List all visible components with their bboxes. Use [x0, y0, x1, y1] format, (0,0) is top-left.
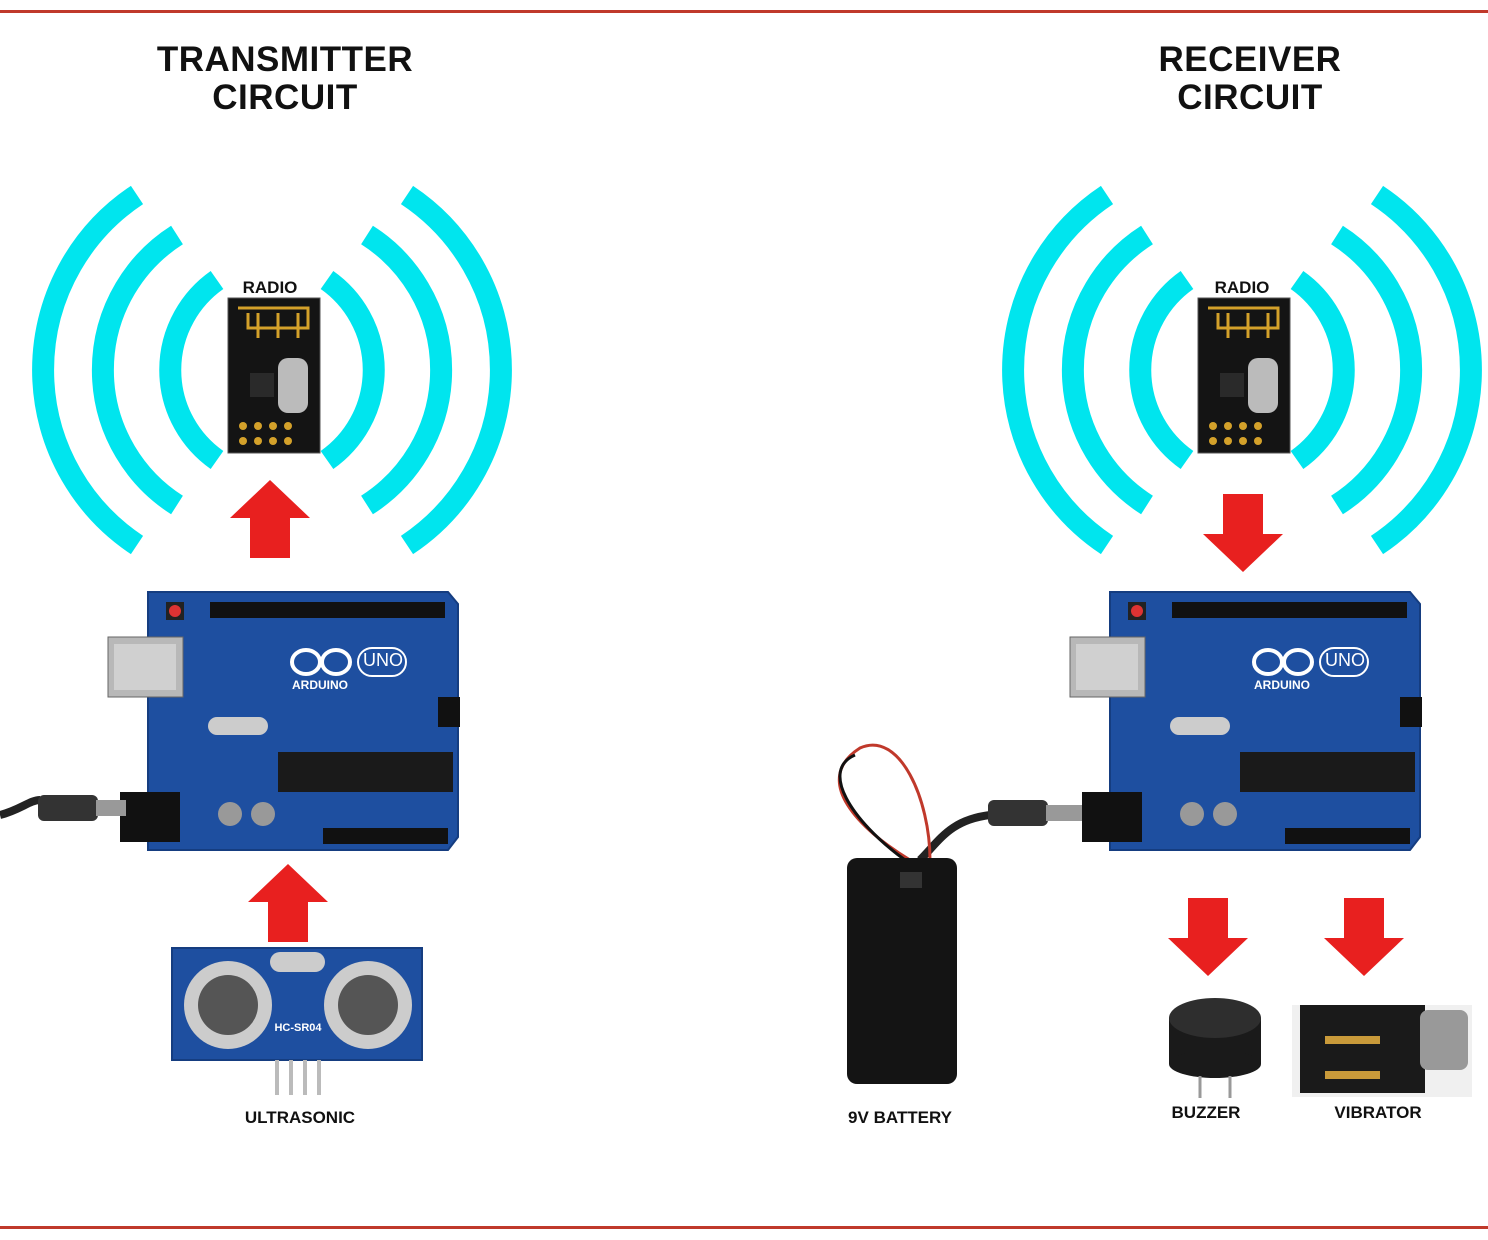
arrow-down-to-vibrator [1324, 898, 1404, 976]
transmitter-title-line2: CIRCUIT [212, 78, 358, 117]
arduino-board-icon [106, 590, 462, 852]
receiver-title: RECEIVER CIRCUIT [1100, 41, 1400, 117]
receiver-board-model: UNO [1325, 650, 1365, 670]
transmitter-title: TRANSMITTER CIRCUIT [135, 41, 435, 117]
ultrasonic-sensor-icon [171, 947, 423, 1095]
dc-power-plug-icon [917, 800, 1082, 863]
ultrasonic-label: ULTRASONIC [244, 1108, 356, 1127]
transmitter-radio-label: RADIO [242, 278, 298, 297]
receiver-title-line2: CIRCUIT [1177, 78, 1323, 117]
transmitter-title-line1: TRANSMITTER [156, 40, 414, 79]
transmitter-board-model: UNO [363, 650, 403, 670]
vibrator-motor-icon [1292, 1005, 1472, 1097]
arrow-up-from-sensor [248, 864, 328, 942]
buzzer-icon [1169, 998, 1261, 1098]
arrow-down-to-board [1203, 494, 1283, 572]
radio-module-icon [226, 296, 322, 455]
transmitter-board-brand: ARDUINO [292, 678, 348, 692]
bottom-border-line [0, 1226, 1488, 1229]
battery-label: 9V BATTERY [848, 1108, 952, 1127]
battery-pack-icon [837, 743, 957, 1084]
arduino-board-icon [1068, 590, 1424, 852]
receiver-radio-label: RADIO [1214, 278, 1270, 297]
receiver-title-line1: RECEIVER [1158, 40, 1342, 79]
vibrator-label: VIBRATOR [1334, 1103, 1422, 1122]
buzzer-label: BUZZER [1171, 1103, 1241, 1122]
radio-module-icon [1196, 296, 1292, 455]
top-border-line [0, 10, 1488, 13]
arrow-down-to-buzzer [1168, 898, 1248, 976]
sensor-model-text: HC-SR04 [274, 1022, 322, 1034]
receiver-board-brand: ARDUINO [1254, 678, 1310, 692]
dc-power-plug-icon [0, 795, 126, 821]
arrow-up-to-radio [230, 480, 310, 558]
